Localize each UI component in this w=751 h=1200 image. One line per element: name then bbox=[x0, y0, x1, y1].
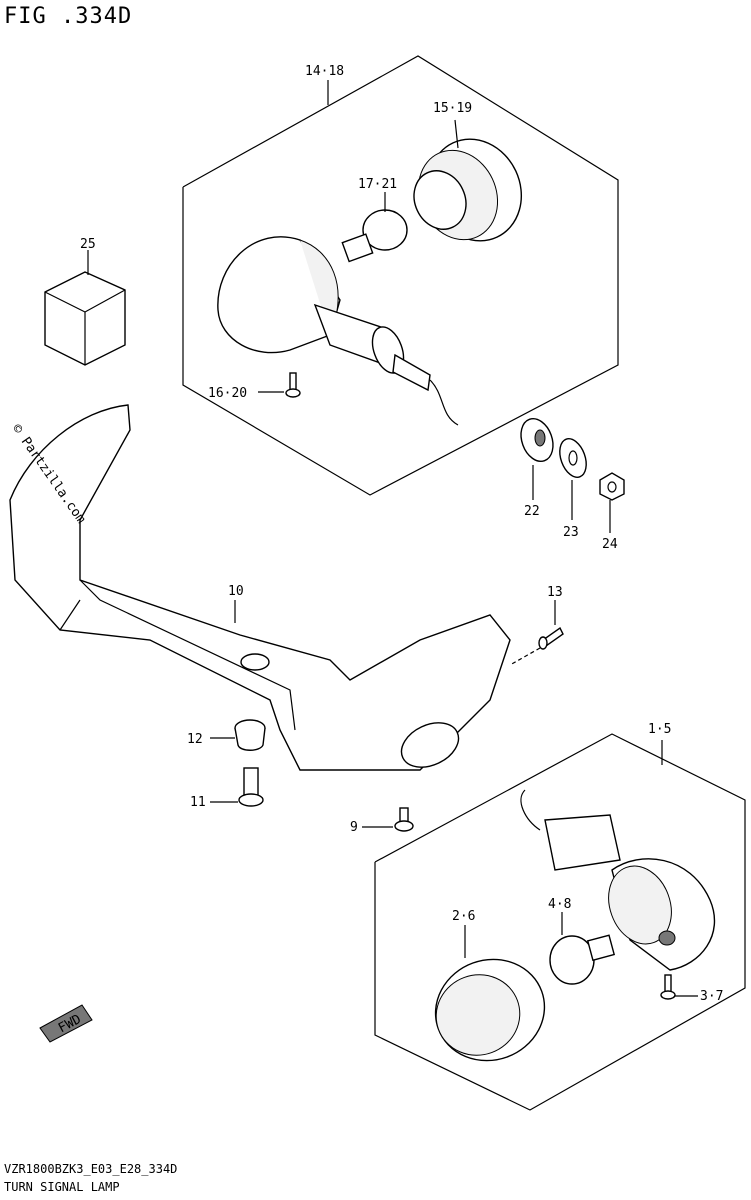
upper-assembly-box bbox=[182, 55, 619, 496]
callout-16-20: 16·20 bbox=[208, 386, 247, 401]
callout-1-5: 1·5 bbox=[648, 722, 671, 737]
screw-13 bbox=[509, 600, 564, 666]
lower-lens bbox=[434, 925, 546, 1062]
washer-23 bbox=[559, 438, 587, 520]
upper-lens bbox=[413, 119, 523, 242]
callout-12: 12 bbox=[187, 732, 203, 747]
upper-bulb bbox=[341, 192, 408, 263]
bracket-10 bbox=[9, 404, 511, 771]
callout-3-7: 3·7 bbox=[700, 989, 723, 1004]
callout-11: 11 bbox=[190, 795, 206, 810]
callout-10: 10 bbox=[228, 584, 244, 599]
callout-9: 9 bbox=[350, 820, 358, 835]
callout-25: 25 bbox=[80, 237, 96, 252]
lower-lamp-housing bbox=[520, 789, 716, 971]
upper-lamp-housing bbox=[217, 236, 459, 426]
footer-section-name: TURN SIGNAL LAMP bbox=[4, 1180, 120, 1194]
lower-bulb bbox=[549, 912, 616, 985]
grommet-12 bbox=[210, 719, 266, 751]
figure-title: FIG .334D bbox=[4, 4, 133, 29]
callout-24: 24 bbox=[602, 537, 618, 552]
washer-22 bbox=[520, 417, 554, 500]
callout-13: 13 bbox=[547, 585, 563, 600]
callout-22: 22 bbox=[524, 504, 540, 519]
callout-23: 23 bbox=[563, 525, 579, 540]
screw-9 bbox=[362, 807, 414, 832]
nut-24 bbox=[599, 472, 625, 533]
relay-25 bbox=[44, 250, 126, 366]
callout-15-19: 15·19 bbox=[433, 101, 472, 116]
footer-model-code: VZR1800BZK3_E03_E28_334D bbox=[4, 1162, 178, 1176]
callout-14-18: 14·18 bbox=[305, 64, 344, 79]
callout-4-8: 4·8 bbox=[548, 897, 571, 912]
fwd-arrow-icon: FWD bbox=[39, 1004, 93, 1043]
screw-16-20 bbox=[258, 372, 301, 398]
callout-2-6: 2·6 bbox=[452, 909, 475, 924]
lower-assembly-box bbox=[374, 733, 746, 1111]
screw-3-7 bbox=[660, 974, 698, 1000]
collar-11 bbox=[210, 767, 264, 807]
callout-17-21: 17·21 bbox=[358, 177, 397, 192]
